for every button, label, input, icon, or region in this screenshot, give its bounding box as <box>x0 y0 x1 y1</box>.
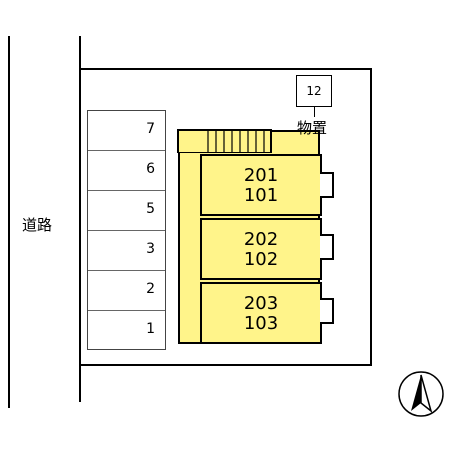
parking-slot-number: 3 <box>146 241 155 257</box>
unit-upper-number: 201 <box>243 165 279 186</box>
parking-area: 7 6 5 3 2 1 <box>87 110 166 350</box>
road-edge-right <box>79 36 81 402</box>
parking-slot-number: 1 <box>146 321 155 337</box>
unit-block-203-103: 203 103 <box>200 282 322 344</box>
balcony <box>320 172 334 198</box>
stair-hatch <box>177 129 272 153</box>
parking-slot: 2 <box>88 271 165 311</box>
unit-block-201-101: 201 101 <box>200 154 322 216</box>
storage-box: 12 <box>296 75 332 107</box>
parking-slot-number: 6 <box>146 161 155 177</box>
road-label: 道路 <box>22 216 53 234</box>
unit-lower-number: 103 <box>243 313 279 334</box>
unit-lower-number: 102 <box>243 249 279 270</box>
parking-slot: 1 <box>88 311 165 351</box>
balcony <box>320 234 334 260</box>
balcony <box>320 298 334 324</box>
storage-label: 物置 <box>297 119 328 137</box>
road-edge-left <box>8 36 10 408</box>
unit-block-202-102: 202 102 <box>200 218 322 280</box>
unit-lower-number: 101 <box>243 185 279 206</box>
parking-slot: 5 <box>88 191 165 231</box>
storage-number: 12 <box>306 84 322 98</box>
storage-leader-line <box>314 107 315 117</box>
parking-slot-number: 7 <box>146 121 155 137</box>
unit-upper-number: 203 <box>243 293 279 314</box>
north-arrow-icon <box>398 371 444 417</box>
unit-upper-number: 202 <box>243 229 279 250</box>
lot-boundary <box>80 68 372 366</box>
parking-slot: 7 <box>88 111 165 151</box>
parking-slot: 3 <box>88 231 165 271</box>
parking-slot-number: 5 <box>146 201 155 217</box>
parking-slot: 6 <box>88 151 165 191</box>
parking-slot-number: 2 <box>146 281 155 297</box>
